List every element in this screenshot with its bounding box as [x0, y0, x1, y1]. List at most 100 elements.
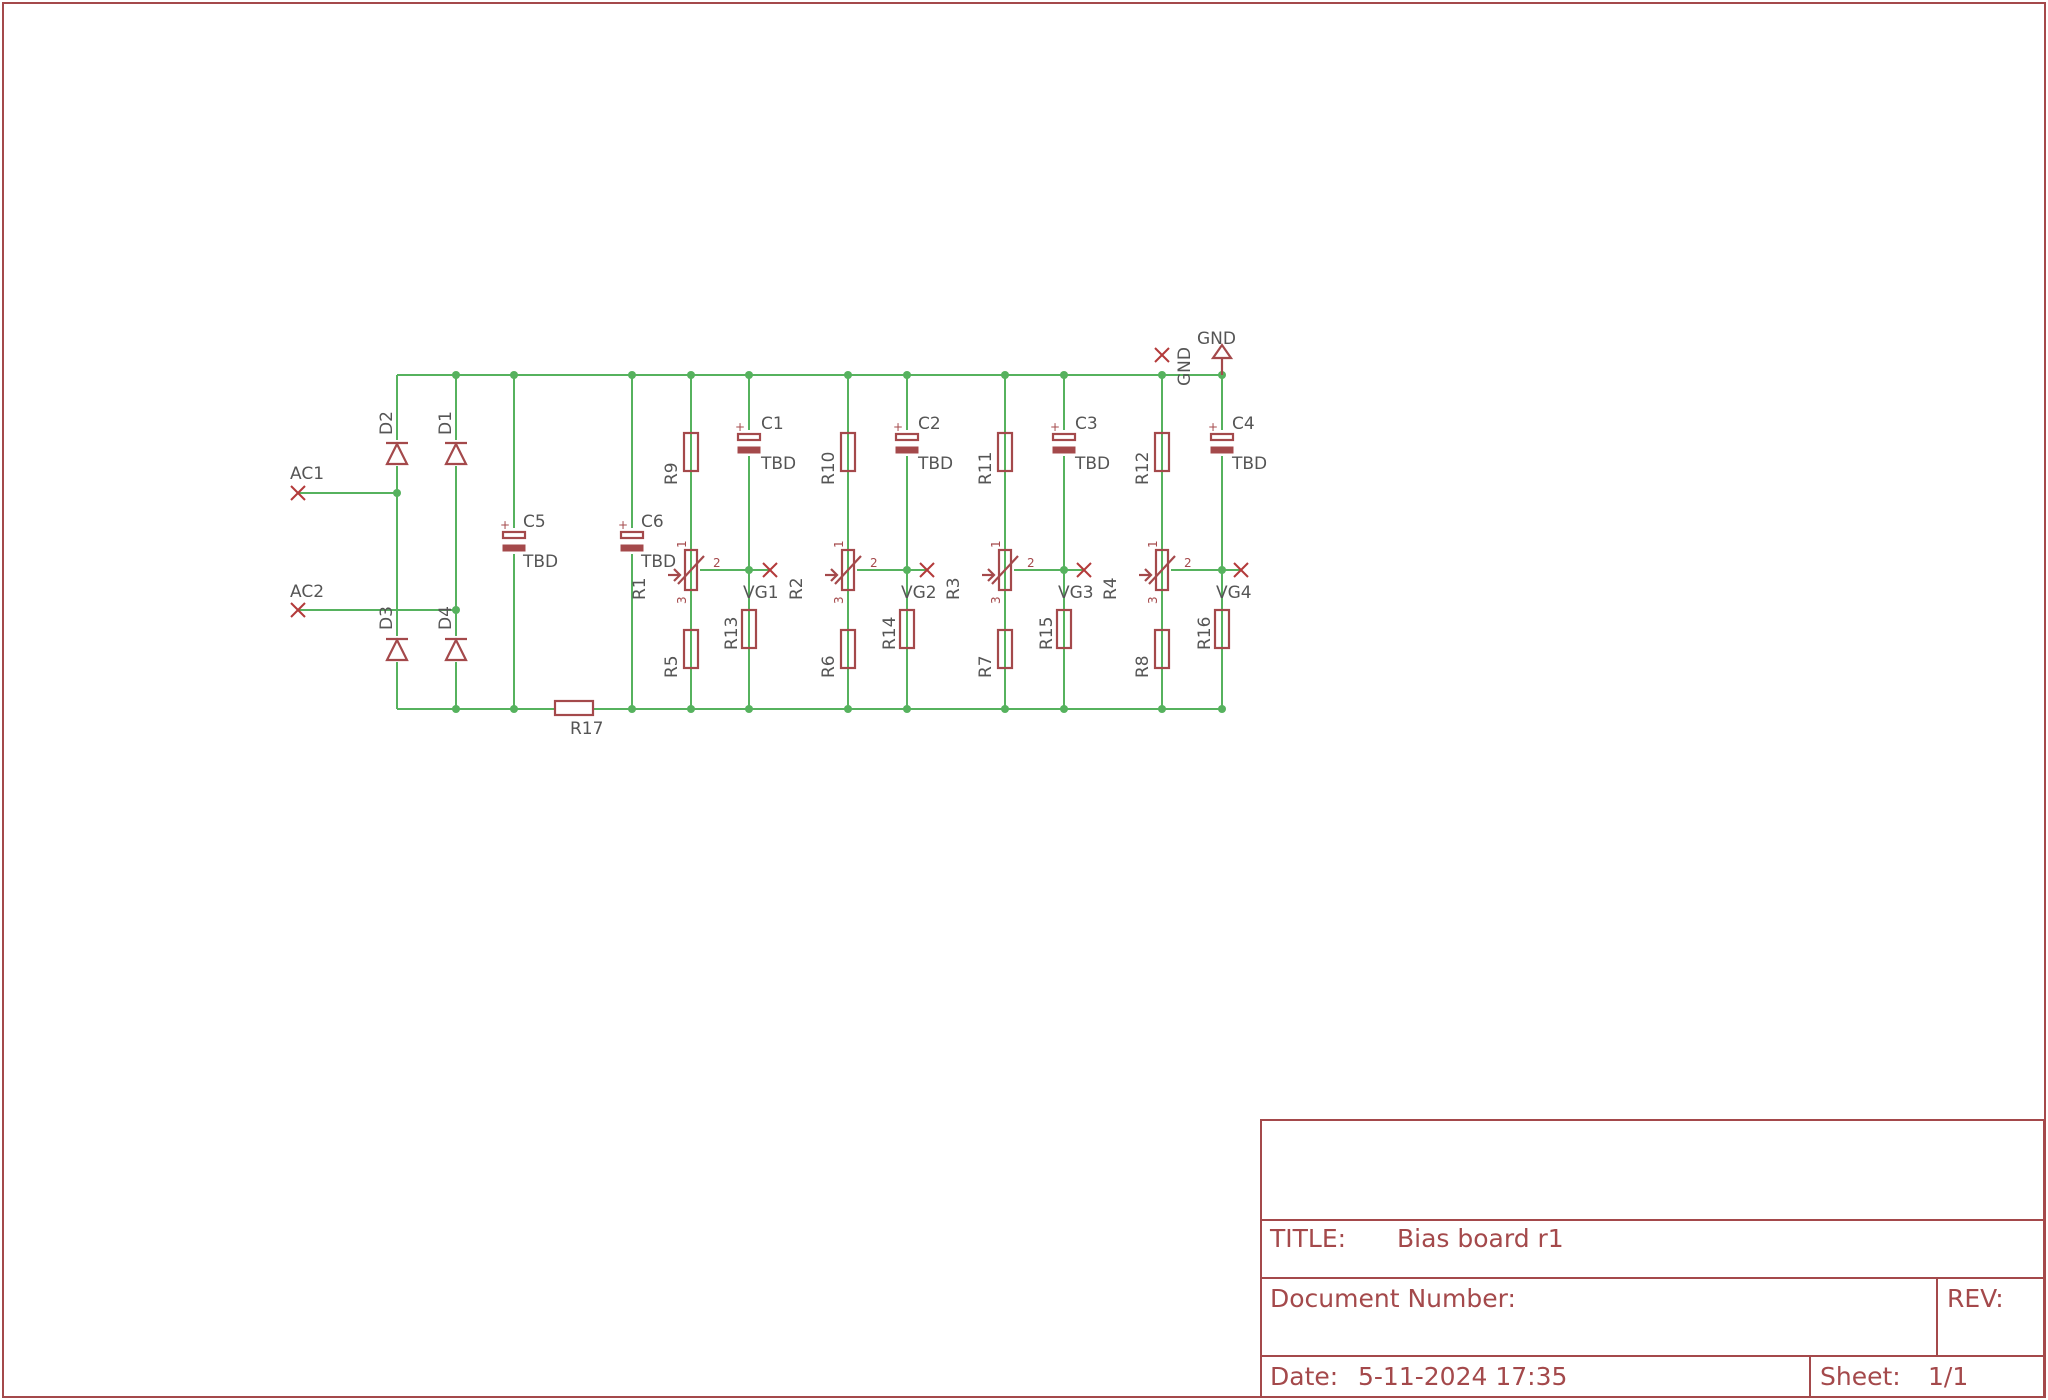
x-mark-icon	[1233, 562, 1249, 578]
x-mark-icon	[919, 562, 935, 578]
resistor-r10-symbol[interactable]	[839, 431, 857, 473]
label-d2: D2	[377, 411, 397, 435]
net-label-vg4: VG4	[1216, 583, 1252, 603]
label-c2: C2	[918, 414, 941, 434]
title-block: TITLE: Bias board r1 Document Number: RE…	[1260, 1119, 2045, 1398]
x-mark-icon	[290, 485, 306, 501]
resistor-r6-symbol[interactable]	[839, 628, 857, 670]
sheet-label: Sheet:	[1820, 1362, 1901, 1391]
pin-number: 2	[1027, 556, 1035, 570]
label-c1: C1	[761, 414, 784, 434]
capacitor-c4-symbol[interactable]: +	[1208, 420, 1236, 456]
junction-dot	[628, 705, 636, 713]
trimmer-r4-symbol[interactable]	[1139, 548, 1176, 592]
pin-number: 2	[870, 556, 878, 570]
label-c6: C6	[641, 512, 664, 532]
junction-dot	[745, 566, 753, 574]
pin-number: 1	[832, 540, 846, 548]
junction-dot	[1218, 705, 1226, 713]
capacitor-c6-symbol[interactable]: +	[618, 518, 646, 554]
junction-dot	[510, 705, 518, 713]
diode-d3-symbol[interactable]	[385, 636, 409, 662]
svg-text:+: +	[618, 518, 628, 532]
svg-text:+: +	[735, 420, 745, 434]
svg-text:+: +	[500, 518, 510, 532]
svg-text:+: +	[1050, 420, 1060, 434]
pin-number: 3	[989, 596, 1003, 604]
title-label: TITLE:	[1269, 1224, 1346, 1253]
label-r9: R9	[662, 462, 682, 485]
net-label-vg1: VG1	[743, 583, 779, 603]
junctions	[393, 371, 1226, 713]
resistor-r14-symbol[interactable]	[898, 608, 916, 650]
resistor-r17-symbol[interactable]	[553, 699, 595, 717]
trimmer-r1-symbol[interactable]	[668, 548, 705, 592]
resistor-r15-symbol[interactable]	[1055, 608, 1073, 650]
diode-d2-symbol[interactable]	[385, 440, 409, 466]
diode-d1-symbol[interactable]	[444, 440, 468, 466]
junction-dot	[903, 705, 911, 713]
net-label-gnd-port: GND	[1175, 347, 1195, 386]
value-c1: TBD	[760, 454, 796, 474]
net-label-ac2: AC2	[290, 582, 324, 602]
label-r3: R3	[944, 577, 964, 600]
pin-number: 3	[832, 596, 846, 604]
value-c5: TBD	[522, 552, 558, 572]
junction-dot	[687, 371, 695, 379]
title-block-border	[1260, 1119, 2045, 1398]
date-value: 5-11-2024 17:35	[1358, 1362, 1567, 1391]
trimmer-pin-numbers: 1 2 3 1 2 3 1 2 3 1 2 3	[675, 540, 1192, 604]
capacitor-c2-symbol[interactable]: +	[893, 420, 921, 456]
capacitor-c5-symbol[interactable]: +	[500, 518, 528, 554]
x-mark-icon	[762, 562, 778, 578]
junction-dot	[1060, 705, 1068, 713]
resistor-r9-symbol[interactable]	[682, 431, 700, 473]
label-r6: R6	[819, 655, 839, 678]
label-c5: C5	[523, 512, 546, 532]
junction-dot	[687, 705, 695, 713]
label-c3: C3	[1075, 414, 1098, 434]
pin-number: 2	[1184, 556, 1192, 570]
net-label-vg2: VG2	[901, 583, 937, 603]
junction-dot	[1060, 371, 1068, 379]
label-r17: R17	[570, 719, 603, 739]
junction-dot	[1001, 705, 1009, 713]
label-r11: R11	[976, 452, 996, 485]
value-c6: TBD	[640, 552, 676, 572]
svg-text:+: +	[893, 420, 903, 434]
junction-dot	[1158, 371, 1166, 379]
x-mark-icon	[1154, 347, 1170, 363]
junction-dot	[745, 705, 753, 713]
capacitor-c1-symbol[interactable]: +	[735, 420, 763, 456]
junction-dot	[452, 606, 460, 614]
label-c4: C4	[1232, 414, 1255, 434]
resistor-r16-symbol[interactable]	[1213, 608, 1231, 650]
junction-dot	[1158, 705, 1166, 713]
net-label-gnd: GND	[1197, 329, 1236, 349]
pin-number: 1	[1146, 540, 1160, 548]
pin-number: 1	[989, 540, 1003, 548]
label-r2: R2	[787, 577, 807, 600]
resistor-r13-symbol[interactable]	[740, 608, 758, 650]
label-r5: R5	[662, 655, 682, 678]
resistor-r11-symbol[interactable]	[996, 431, 1014, 473]
capacitor-c3-symbol[interactable]: +	[1050, 420, 1078, 456]
title-value: Bias board r1	[1397, 1224, 1564, 1253]
diode-d4-symbol[interactable]	[444, 636, 468, 662]
resistor-r7-symbol[interactable]	[996, 628, 1014, 670]
resistor-r8-symbol[interactable]	[1153, 628, 1171, 670]
junction-dot	[1218, 566, 1226, 574]
value-c3: TBD	[1074, 454, 1110, 474]
ground-symbol[interactable]	[1210, 343, 1234, 375]
pin-number: 3	[1146, 596, 1160, 604]
value-c4: TBD	[1231, 454, 1267, 474]
resistor-r12-symbol[interactable]	[1153, 431, 1171, 473]
junction-dot	[903, 566, 911, 574]
resistor-r5-symbol[interactable]	[682, 628, 700, 670]
trimmer-r3-symbol[interactable]	[982, 548, 1019, 592]
x-mark-icon	[290, 602, 306, 618]
value-c2: TBD	[917, 454, 953, 474]
trimmer-r2-symbol[interactable]	[825, 548, 862, 592]
